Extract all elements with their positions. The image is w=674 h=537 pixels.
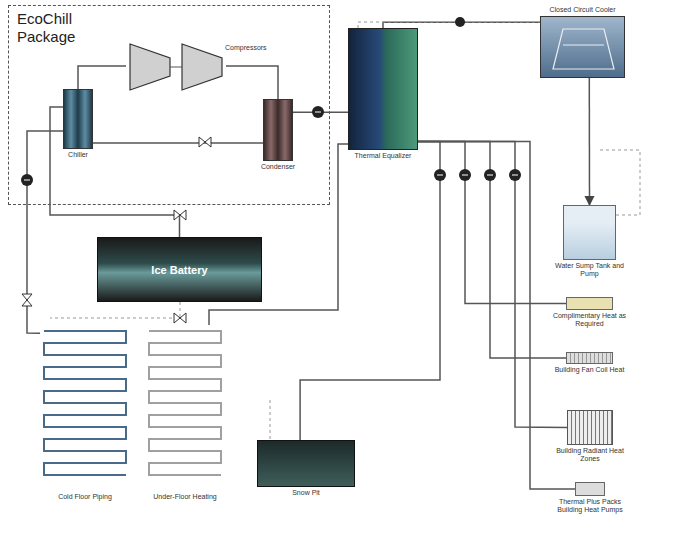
pipe-connector <box>589 78 591 205</box>
piping-coil <box>40 325 130 490</box>
pipe-connector <box>27 131 63 333</box>
component-label: Ice Battery <box>151 263 207 276</box>
component-node: Thermal Plus Packs Building Heat Pumps <box>575 482 605 496</box>
component-node: Chiller <box>63 89 93 149</box>
component-node: Complimentary Heat as Required <box>566 297 613 310</box>
component-label: Snow Pit <box>291 489 321 497</box>
pipe-connector <box>418 142 567 428</box>
aux-pipe <box>50 22 640 440</box>
component-label: Condenser <box>260 163 296 171</box>
component-label: Thermal Equalizer <box>354 152 413 160</box>
component-label: Water Sump Tank and Pump <box>554 262 626 278</box>
component-label: Under-Floor Heating <box>152 493 217 501</box>
component-label: Thermal Plus Packs Building Heat Pumps <box>549 498 631 514</box>
pipe-connector <box>78 66 126 89</box>
component-label: Building Radiant Heat Zones <box>549 447 631 463</box>
component-label: Building Fan Coil Heat <box>554 366 626 374</box>
pipe-connector <box>93 142 263 144</box>
component-node: Condenser <box>263 99 293 161</box>
pipe-connector <box>300 142 440 441</box>
component-node: Snow Pit <box>257 440 355 487</box>
component-node: Cold Floor Piping <box>40 325 130 490</box>
piping-coil <box>145 325 225 490</box>
pipe-connector <box>418 142 566 304</box>
component-label: EcoChill Package <box>17 10 97 46</box>
component-label: Complimentary Heat as Required <box>549 312 631 328</box>
component-label: Cold Floor Piping <box>57 493 113 501</box>
component-node: Compressors <box>126 36 226 96</box>
component-node: Ice Battery <box>97 237 262 302</box>
component-label: Chiller <box>67 151 89 159</box>
pipe-connector <box>418 142 566 359</box>
component-node: Building Radiant Heat Zones <box>567 410 613 445</box>
component-node: EcoChill PackageChiller CompressorsConden… <box>8 5 330 205</box>
component-node: Closed Circuit Cooler <box>540 16 625 78</box>
component-node: Thermal Equalizer <box>348 28 418 150</box>
component-label: Closed Circuit Cooler <box>548 6 616 14</box>
component-node: Building Fan Coil Heat <box>566 352 613 364</box>
component-node: Water Sump Tank and Pump <box>563 205 616 260</box>
pump-symbol <box>21 17 521 186</box>
component-label: Compressors <box>224 44 268 52</box>
component-node: Under-Floor Heating <box>145 325 225 490</box>
pipe-connector <box>226 66 278 99</box>
